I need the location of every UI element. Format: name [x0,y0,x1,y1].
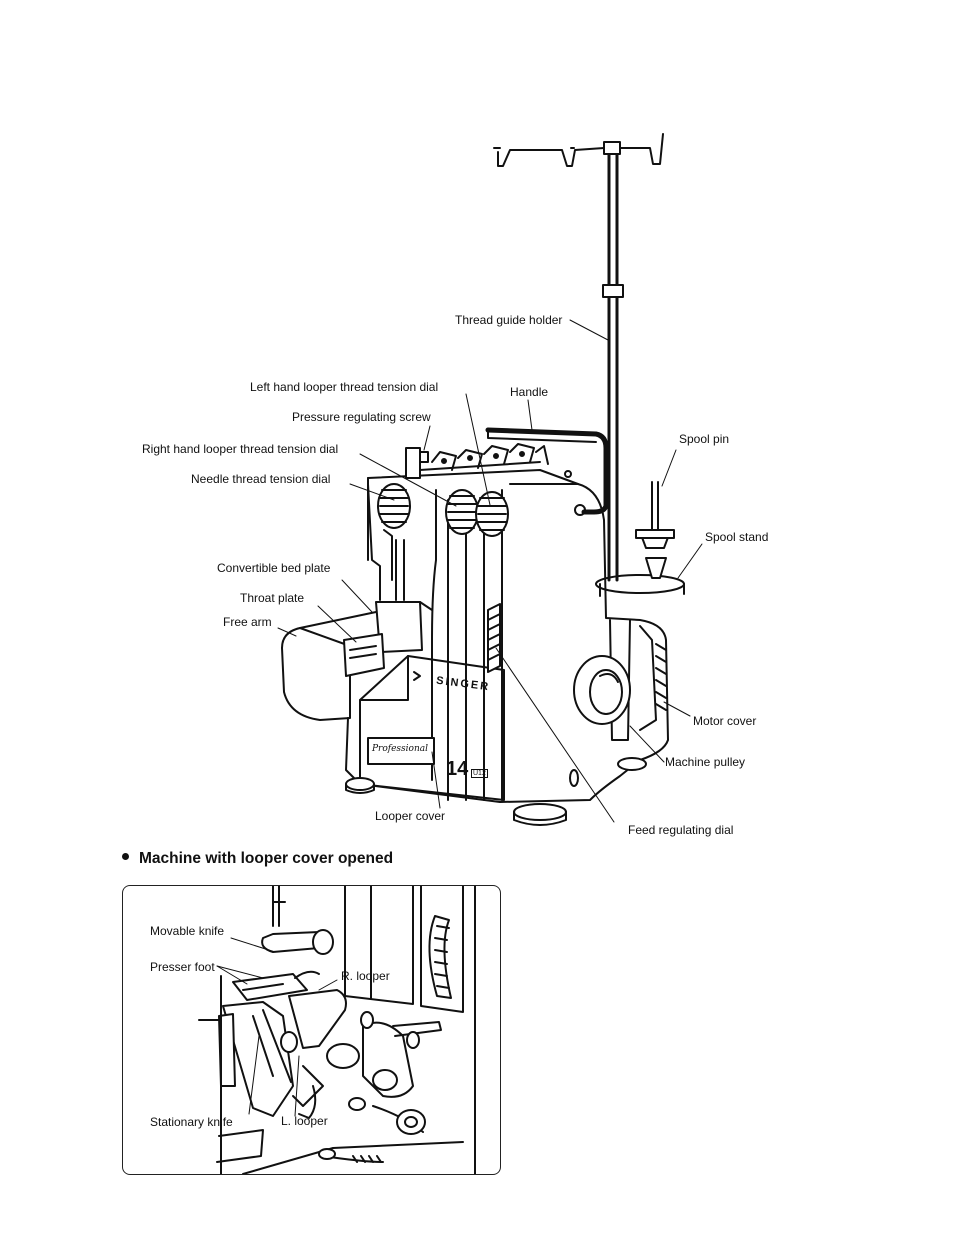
inset-illustration [198,886,476,1174]
leader-lines [277,319,703,823]
handle [485,427,609,515]
label-looper-cover: Looper cover [375,809,446,823]
label-throat-plate: Throat plate [240,591,305,605]
machine-body [345,461,669,803]
label-right-hand-looper-tension-dial: Right hand looper thread tension dial [142,442,339,456]
label-r-looper: R. looper [341,969,390,983]
pressure-regulating-screw [405,447,429,479]
label-motor-cover: Motor cover [693,714,757,728]
label-machine-pulley: Machine pulley [665,755,746,769]
section-heading-text: Machine with looper cover opened [139,850,394,867]
thread-stand [493,133,685,597]
serger-machine-illustration [277,133,703,826]
label-stationary-knife: Stationary knife [150,1115,233,1129]
feed-regulating-dial [487,603,501,673]
label-movable-knife: Movable knife [150,924,225,938]
looper-cover [359,655,505,801]
label-spool-stand: Spool stand [705,530,769,544]
section-heading: Machine with looper cover opened [122,850,393,868]
label-convertible-bed-plate: Convertible bed plate [217,561,331,575]
machine-feet [345,757,647,826]
machine-model-number: 14 [446,758,469,780]
label-left-hand-looper-tension-dial: Left hand looper thread tension dial [250,380,439,394]
label-needle-thread-tension-dial: Needle thread tension dial [191,472,331,486]
tension-dials [377,483,509,537]
looper-cover-opened-inset: Movable knife Presser foot R. looper Sta… [122,885,501,1175]
machine-model-suffix: U12 [471,769,488,778]
label-presser-foot: Presser foot [150,960,215,974]
label-l-looper: L. looper [281,1114,328,1128]
label-pressure-regulating-screw: Pressure regulating screw [292,410,431,424]
label-handle: Handle [510,385,549,399]
spool-pin [635,481,675,579]
label-thread-guide-holder: Thread guide holder [455,313,563,327]
throat-plate [343,633,385,677]
needle-head [367,483,405,601]
label-spool-pin: Spool pin [679,432,730,446]
convertible-bed-plate [375,601,433,653]
bullet-icon [122,853,129,861]
label-feed-regulating-dial: Feed regulating dial [628,823,734,837]
machine-script-badge: Professional [372,744,429,754]
label-free-arm: Free arm [223,615,272,629]
